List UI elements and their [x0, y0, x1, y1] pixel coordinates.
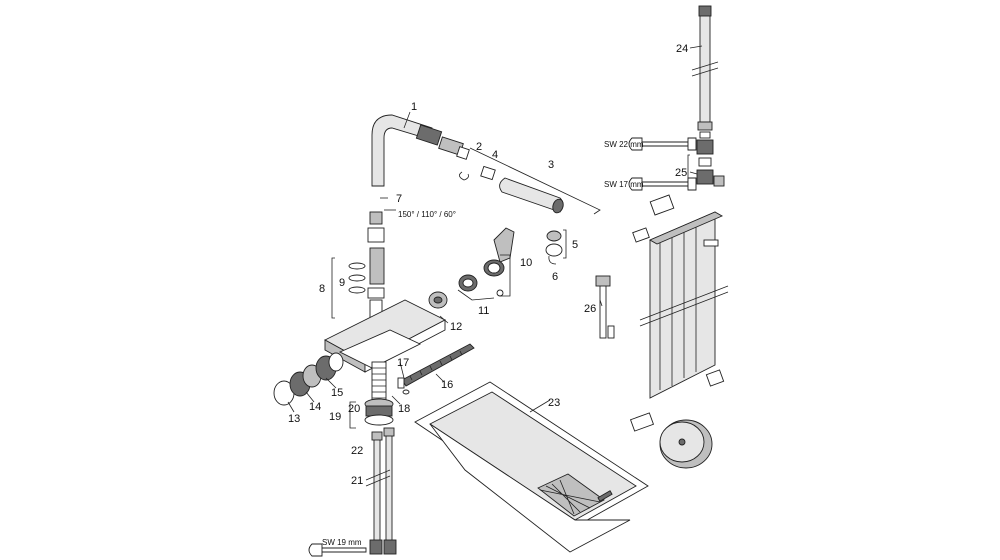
leader-lines [287, 45, 703, 413]
label-11: 11 [478, 305, 489, 317]
label-14: 14 [309, 401, 321, 413]
sw19-annotation: SW 19 mm [322, 538, 362, 547]
label-4: 4 [492, 149, 498, 161]
spout-part-1 [371, 114, 470, 187]
label-7: 7 [396, 193, 402, 205]
label-6: 6 [552, 271, 558, 283]
label-24: 24 [676, 43, 688, 55]
bracket-part-26 [595, 275, 615, 339]
label-23: 23 [548, 397, 560, 409]
sw22-annotation: SW 22 mm [604, 140, 644, 149]
label-12: 12 [450, 321, 462, 333]
angle-annotation: 150° / 110° / 60° [398, 210, 456, 219]
label-3: 3 [548, 159, 554, 171]
aerator-parts-5-6 [545, 229, 567, 265]
feed-pipe-part-24 [687, 5, 725, 189]
label-16: 16 [441, 379, 453, 391]
label-18: 18 [398, 403, 410, 415]
label-25: 25 [675, 167, 687, 179]
supply-hoses-21-22 [365, 427, 397, 555]
spray-head-part-3 [469, 147, 601, 215]
base-plate-part-12 [324, 299, 446, 373]
shank-part-18 [349, 361, 394, 429]
wrench-sw19 [308, 543, 367, 557]
label-2: 2 [476, 141, 482, 153]
label-13: 13 [288, 413, 300, 425]
label-1: 1 [411, 101, 417, 113]
label-8: 8 [319, 283, 325, 295]
label-21: 21 [351, 475, 363, 487]
wrench-sw17 [628, 177, 697, 191]
label-22: 22 [351, 445, 363, 457]
mounting-frame [629, 194, 729, 432]
label-5: 5 [572, 239, 578, 251]
label-26: 26 [584, 303, 596, 315]
label-20: 20 [348, 403, 360, 415]
sink-basin-part-23 [414, 381, 649, 553]
label-19: 19 [329, 411, 341, 423]
label-15: 15 [331, 387, 343, 399]
wrench-sw22 [628, 137, 697, 151]
stem-assembly [331, 209, 396, 332]
lever-part-10 [428, 227, 515, 309]
sw17-annotation: SW 17 mm [604, 180, 644, 189]
strainer-disc [659, 419, 713, 469]
label-17: 17 [397, 357, 409, 369]
rail-part-16 [397, 343, 475, 395]
valve-cartridge-13-15 [273, 352, 344, 406]
label-9: 9 [339, 277, 345, 289]
label-10: 10 [520, 257, 532, 269]
